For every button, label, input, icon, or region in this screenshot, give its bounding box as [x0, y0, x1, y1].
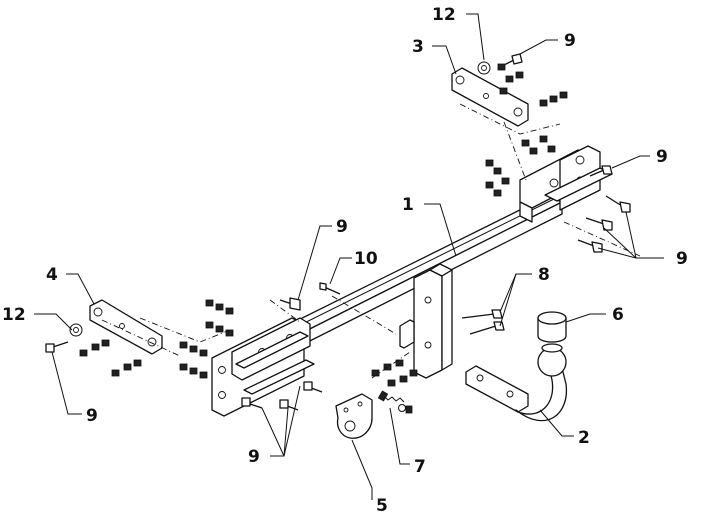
callout-3: 3 [412, 37, 424, 57]
tow-ball-neck-part-2 [465, 343, 568, 422]
callout-9-center: 9 [336, 217, 348, 237]
callout-7: 7 [414, 457, 426, 477]
callout-1: 1 [402, 195, 414, 215]
callout-labels: 1 2 3 4 5 6 7 8 9 9 9 9 9 9 10 12 12 [2, 5, 688, 516]
callout-9-right-lower: 9 [676, 249, 688, 269]
callout-9-bottom: 9 [248, 447, 260, 467]
callout-9-left: 9 [86, 406, 98, 426]
callout-6: 6 [612, 305, 624, 325]
socket-hook-part-5 [335, 393, 373, 439]
callout-10: 10 [354, 249, 378, 269]
ball-cap-part-6 [537, 311, 567, 343]
washers [69, 61, 491, 337]
reinforcement-plate-part-4 [89, 299, 163, 355]
callout-9-top: 9 [564, 31, 576, 51]
left-mounting-bracket [211, 317, 315, 417]
callout-2: 2 [578, 428, 590, 448]
callout-9-right-upper: 9 [656, 147, 668, 167]
callout-12-left: 12 [2, 305, 26, 325]
callout-5: 5 [376, 496, 388, 516]
nut-stacks [79, 63, 568, 387]
callout-4: 4 [46, 265, 58, 285]
bolts [45, 53, 631, 411]
leader-lines [34, 13, 664, 500]
callout-12-top: 12 [432, 5, 456, 25]
reinforcement-plate-part-3 [451, 67, 529, 127]
center-hitch-plate [399, 263, 453, 379]
callout-8: 8 [538, 265, 550, 285]
spring-bolt-part-7 [377, 390, 413, 414]
